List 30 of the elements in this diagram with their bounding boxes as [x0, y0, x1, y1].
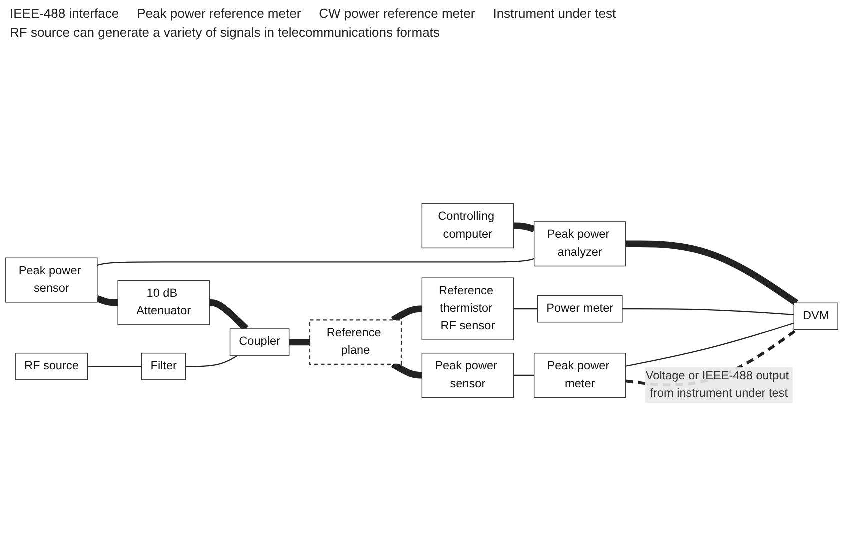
- node-box: 10 dB Attenuator: [118, 280, 210, 325]
- node-box: Power meter: [537, 294, 623, 322]
- edge-label: Voltage or IEEE-488 output from instrument under test: [646, 369, 790, 400]
- connector: [626, 322, 794, 366]
- note-text: RF source can generate a variety of signals in telecommunications formats: [10, 25, 440, 40]
- connector: [622, 308, 794, 316]
- connector: [186, 354, 238, 367]
- connector: [514, 308, 538, 310]
- node-box: Peak power analyzer: [534, 221, 626, 266]
- node-box: Coupler: [230, 328, 290, 356]
- note-text: CW power reference meter: [319, 6, 476, 21]
- note-text: Instrument under test: [493, 6, 616, 21]
- node-box: Controlling computer: [422, 203, 514, 248]
- node-box: Reference plane: [309, 319, 402, 365]
- connector: [97, 258, 534, 266]
- connector: [514, 374, 534, 376]
- node-box: Filter: [142, 352, 186, 380]
- connector: [512, 222, 536, 232]
- node-box: DVM: [794, 302, 838, 330]
- node-box: Reference thermistor RF sensor: [422, 277, 514, 340]
- node-box: Peak power sensor: [6, 257, 98, 302]
- connector: [96, 295, 120, 306]
- connector: [88, 366, 142, 367]
- node-box: Peak power meter: [534, 352, 626, 398]
- note-text: Peak power reference meter: [137, 6, 302, 21]
- connector: [208, 299, 249, 331]
- node-box: RF source: [15, 352, 88, 380]
- node-box: Peak power sensor: [422, 352, 514, 398]
- note-text: IEEE-488 interface: [10, 6, 120, 21]
- connector: [626, 240, 798, 306]
